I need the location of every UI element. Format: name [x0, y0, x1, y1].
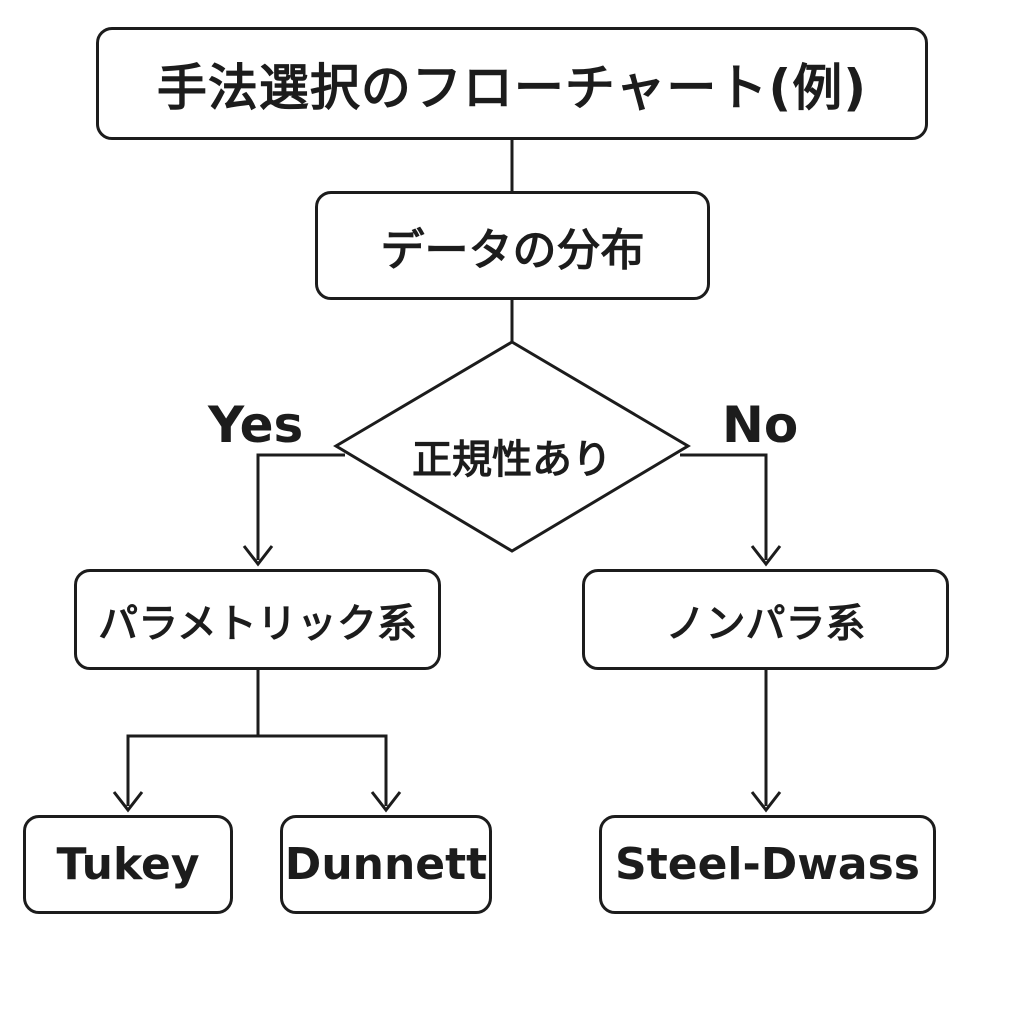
branch-label-no: No [722, 396, 799, 454]
arrowhead-tukey [112, 791, 144, 813]
node-dunnett: Dunnett [280, 815, 492, 914]
arrowhead-dunnett [370, 791, 402, 813]
node-data-distribution: データの分布 [315, 191, 710, 300]
arrowhead-steel [750, 791, 782, 813]
branch-label-yes: Yes [208, 396, 304, 454]
decision-diamond [333, 340, 691, 553]
connector-no-branch [680, 453, 768, 560]
arrowhead-no [750, 545, 782, 567]
node-steel-dwass: Steel-Dwass [599, 815, 936, 914]
arrowhead-yes [242, 545, 274, 567]
node-tukey: Tukey [23, 815, 233, 914]
connector-parametric-split [126, 734, 388, 806]
node-nonparametric: ノンパラ系 [582, 569, 949, 670]
flowchart-title: 手法選択のフローチャート(例) [96, 27, 928, 140]
node-normality-decision: 正規性あり [412, 437, 612, 483]
connector-yes-branch [256, 453, 345, 560]
node-parametric: パラメトリック系 [74, 569, 441, 670]
